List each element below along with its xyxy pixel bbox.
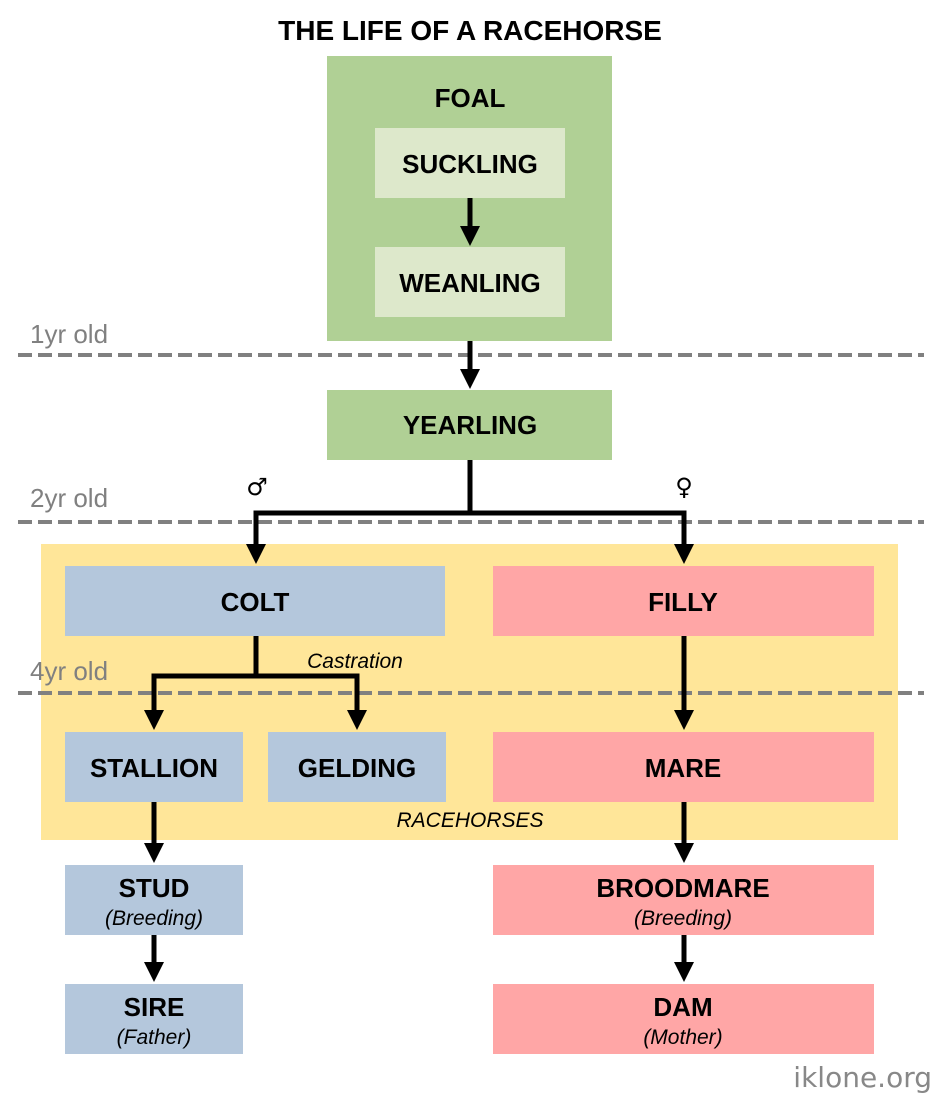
node-gelding [268,732,446,802]
arrowhead-icon [674,544,694,564]
node-broodmare-label: BROODMARE [596,873,769,903]
connectors [144,198,694,982]
arrowhead-icon [347,710,367,730]
edge-yearling-colt-filly [253,510,687,546]
node-stud [65,865,243,935]
arrowhead-icon [246,544,266,564]
node-sire-sublabel: (Father) [117,1026,192,1049]
node-stallion [65,732,243,802]
node-filly [493,566,874,636]
arrowhead-icon [460,369,480,389]
node-mare [493,732,874,802]
node-suckling-label: SUCKLING [402,149,538,179]
arrowhead-icon [144,710,164,730]
node-broodmare [493,865,874,935]
female-symbol-icon: ♀ [675,473,693,501]
castration-label: Castration [307,650,403,673]
diagram-title: THE LIFE OF A RACEHORSE [278,15,662,46]
node-yearling [327,390,612,460]
node-colt [65,566,445,636]
node-broodmare-sublabel: (Breeding) [634,907,732,930]
node-filly-label: FILLY [648,587,718,617]
arrowhead-icon [144,843,164,863]
arrowhead-icon [674,962,694,982]
arrowhead-icon [674,843,694,863]
male-symbol-icon: ♂ [246,473,268,501]
foal-group-label: FOAL [435,83,506,113]
node-mare-label: MARE [645,753,722,783]
node-dam-sublabel: (Mother) [643,1026,722,1049]
node-weanling [375,247,565,317]
arrowhead-icon [674,710,694,730]
arrowhead-icon [460,226,480,246]
node-dam-label: DAM [653,992,712,1022]
watermark: iklone.org [793,1061,932,1094]
arrowhead-icon [144,962,164,982]
node-colt-label: COLT [221,587,290,617]
node-sire-label: SIRE [124,992,185,1022]
node-sire [65,984,243,1054]
node-dam [493,984,874,1054]
node-gelding-label: GELDING [298,753,416,783]
node-yearling-label: YEARLING [403,410,537,440]
age-label-1yr: 1yr old [30,319,108,349]
node-stud-sublabel: (Breeding) [105,907,203,930]
node-stud-label: STUD [119,873,190,903]
edge-colt-stallion-gelding [151,673,360,712]
node-stallion-label: STALLION [90,753,218,783]
racehorses-group-label: RACEHORSES [396,809,543,832]
node-suckling [375,128,565,198]
age-label-2yr: 2yr old [30,483,108,513]
age-label-4yr: 4yr old [30,656,108,686]
node-weanling-label: WEANLING [399,268,541,298]
